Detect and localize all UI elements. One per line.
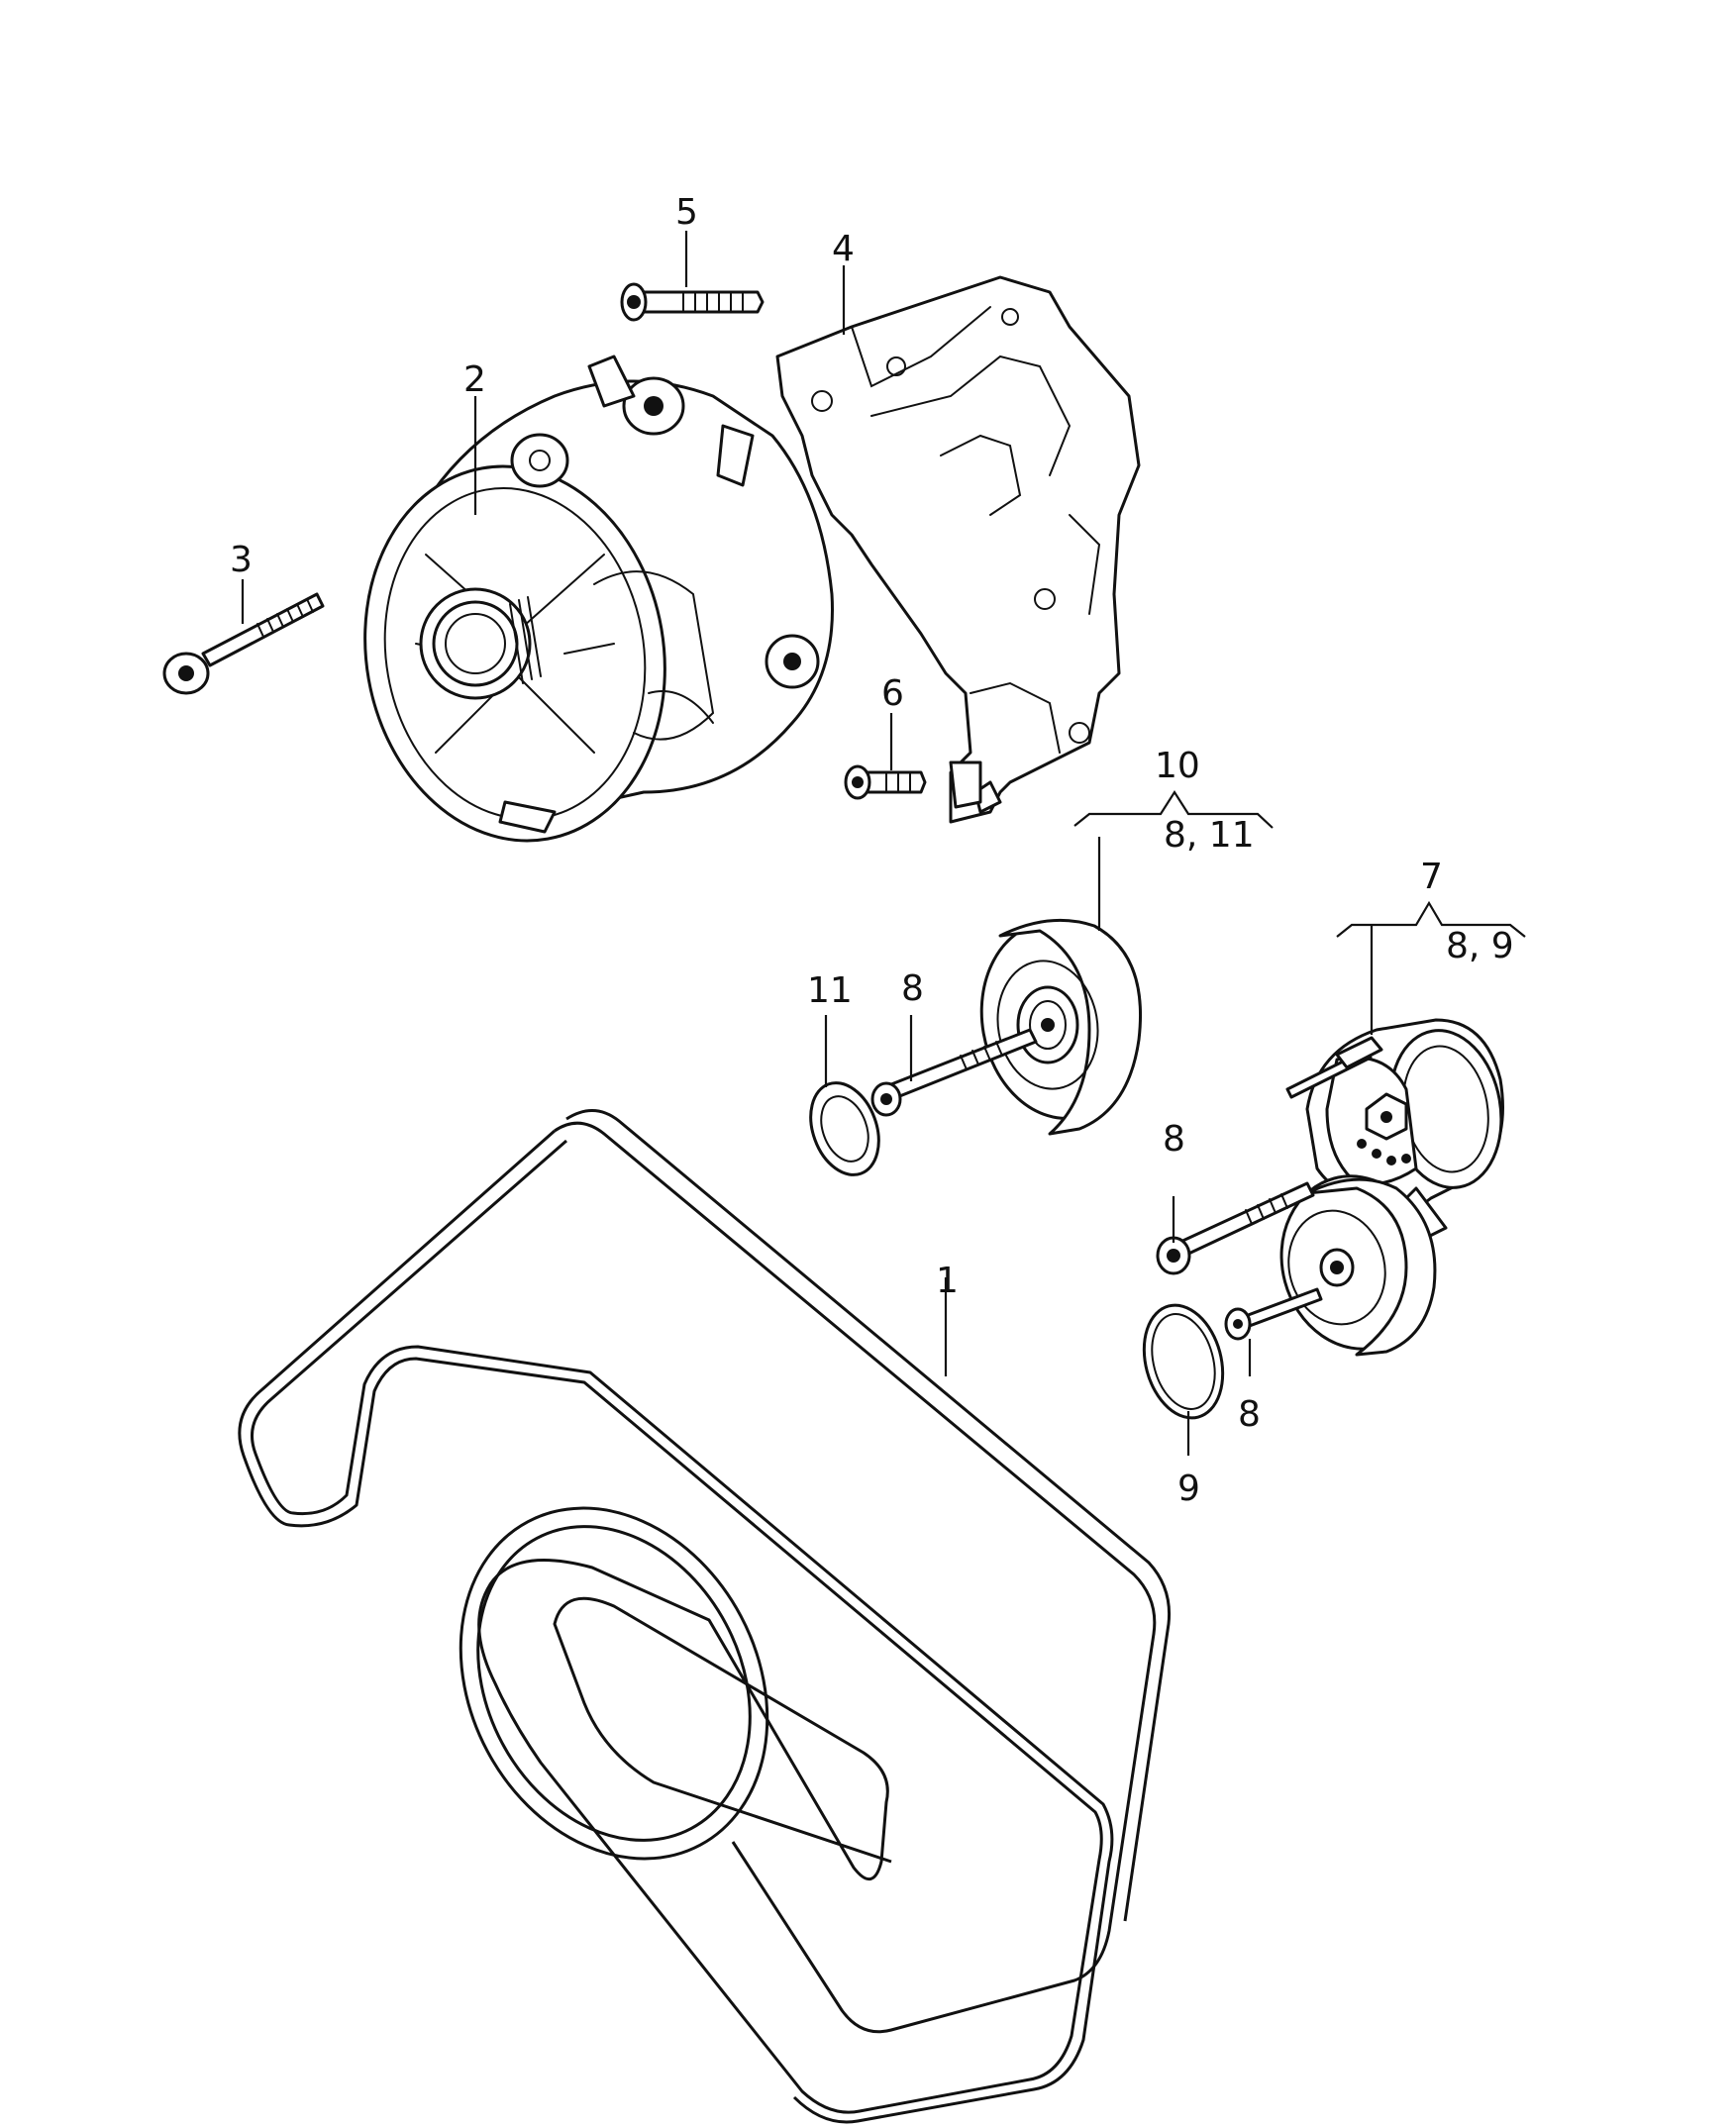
alternator[interactable] <box>336 355 834 864</box>
bolt-alternator[interactable] <box>162 592 325 695</box>
idler-pulley[interactable] <box>967 909 1153 1136</box>
ring-tensioner[interactable] <box>1132 1296 1234 1427</box>
tensioner-pulley[interactable] <box>1263 1160 1451 1367</box>
label-bolt-tensioner-small: 8 <box>1238 1394 1261 1435</box>
label-washer-idler: 11 <box>807 970 853 1011</box>
label-tensioner-sub: 8, 9 <box>1446 926 1514 966</box>
bolt-bracket-bottom[interactable] <box>844 764 927 800</box>
label-bracket: 4 <box>832 229 855 269</box>
leader-lines <box>241 231 1526 1456</box>
label-belt: 1 <box>936 1261 959 1301</box>
bolt-idler[interactable] <box>870 1028 1038 1117</box>
bracket[interactable] <box>775 275 1141 824</box>
bolt-tensioner-small[interactable] <box>1224 1287 1323 1341</box>
label-alternator: 2 <box>463 359 486 400</box>
label-idler-sub: 8, 11 <box>1164 815 1255 856</box>
label-idler: 10 <box>1155 746 1200 786</box>
tensioner[interactable] <box>1285 1018 1513 1240</box>
ribbed-belt[interactable] <box>238 1109 1172 2124</box>
label-bolt-tensioner: 8 <box>1163 1119 1185 1160</box>
label-bolt-bracket-top: 5 <box>675 192 698 233</box>
label-bolt-alternator: 3 <box>230 540 253 580</box>
label-bolt-idler: 8 <box>901 968 924 1009</box>
callout-labels: 1 2 3 4 5 6 10 8, 11 7 8, 9 8 11 8 8 9 <box>230 192 1514 1509</box>
label-tensioner: 7 <box>1420 857 1443 897</box>
bolt-bracket-top[interactable] <box>620 282 765 322</box>
label-bolt-bracket-bottom: 6 <box>881 673 904 714</box>
label-ring-tensioner: 9 <box>1177 1469 1200 1509</box>
washer-idler[interactable] <box>799 1073 891 1184</box>
